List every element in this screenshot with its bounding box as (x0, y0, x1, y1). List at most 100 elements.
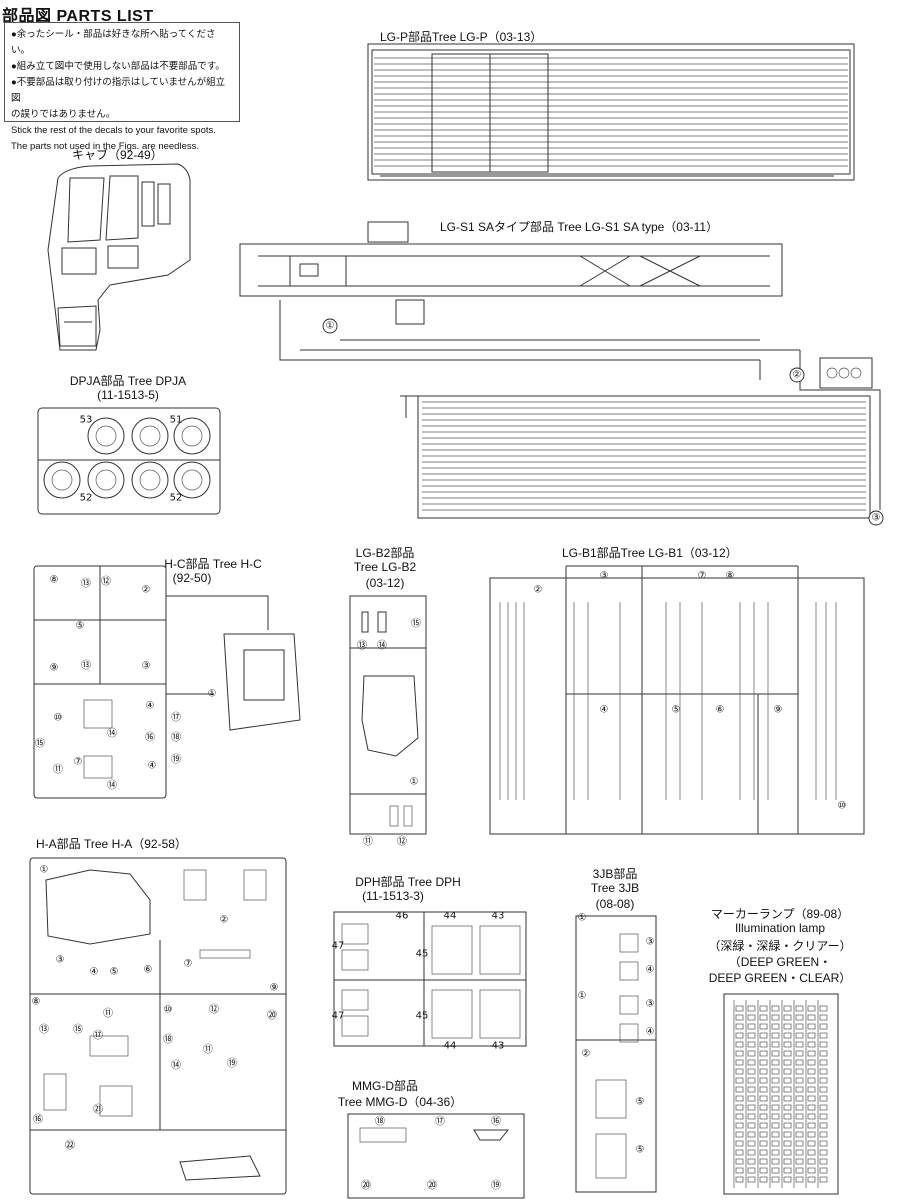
lamp-lens (807, 1113, 816, 1120)
lamp-lens (759, 1041, 768, 1048)
lamp-lens (819, 1068, 828, 1075)
wheel-part (173, 417, 211, 455)
callout-number: ④ (600, 705, 609, 716)
lamp-lens (783, 1068, 792, 1075)
callout-number: ① (40, 865, 49, 876)
wheel-part (87, 461, 125, 499)
lamp-lens (735, 1077, 744, 1084)
callout-number: ⑯ (33, 1114, 43, 1126)
lamp-lens (783, 1122, 792, 1129)
lamp-lens (747, 1149, 756, 1156)
lamp-lens (747, 1068, 756, 1075)
callout-number: ⑦ (698, 571, 707, 582)
lamp-lens (783, 1113, 792, 1120)
lamp-lens (807, 1068, 816, 1075)
callout-number: ⑫ (397, 836, 407, 848)
wheel-hub (139, 469, 161, 491)
callout-number: 52 (170, 493, 183, 504)
callout-number: ⑲ (171, 754, 181, 766)
callout-number: 53 (80, 415, 93, 426)
lamp-lens (735, 1041, 744, 1048)
lamp-lens (759, 1122, 768, 1129)
lamp-lens (735, 1104, 744, 1111)
callout-number: ⑨ (774, 705, 783, 716)
callout-number: ② (142, 585, 151, 596)
label-lg-b2: LG-B2部品 (355, 546, 415, 560)
lamp-lens (795, 1176, 804, 1183)
lamp-lens (783, 1077, 792, 1084)
lamp-lens (759, 1086, 768, 1093)
lamp-lens (759, 1140, 768, 1147)
lamp-lens (807, 1032, 816, 1039)
lamp-lens (807, 1149, 816, 1156)
lamp-lens (771, 1122, 780, 1129)
lamp-lens (747, 1131, 756, 1138)
lamp-lens (819, 1158, 828, 1165)
lamp-lens (735, 1140, 744, 1147)
wheel-hub (51, 469, 73, 491)
callout-number: ③ (142, 661, 151, 672)
lamp-lens (771, 1158, 780, 1165)
lamp-lens (783, 1023, 792, 1030)
callout-number: ⑬ (39, 1024, 49, 1036)
callout-number: ⑯ (145, 732, 155, 744)
lamp-lens (819, 1077, 828, 1084)
callout-number: ④ (146, 701, 155, 712)
callout-number: 52 (80, 493, 93, 504)
lamp-lens (747, 1041, 756, 1048)
lamp-lens (795, 1149, 804, 1156)
label-marker-lamp: マーカーランプ（89-08） (710, 907, 850, 921)
wheel-part (87, 417, 125, 455)
lamp-lens (807, 1158, 816, 1165)
lamp-lens (819, 1095, 828, 1102)
lamp-lens (807, 1140, 816, 1147)
callout-number: ⑨ (50, 663, 59, 674)
lamp-lens (783, 1140, 792, 1147)
callout-number: ⑤ (636, 1145, 645, 1156)
lamp-lens (747, 1005, 756, 1012)
lamp-lens (819, 1014, 828, 1021)
callout-number: ⑭ (107, 728, 117, 740)
lamp-lens (795, 1077, 804, 1084)
lamp-lens (747, 1086, 756, 1093)
lamp-lens (735, 1014, 744, 1021)
callout-number: ⑳ (427, 1180, 437, 1192)
lamp-lens (795, 1005, 804, 1012)
callout-number: ⑥ (144, 965, 153, 976)
lamp-lens (783, 1104, 792, 1111)
lamp-lens (783, 1032, 792, 1039)
lamp-lens (807, 1086, 816, 1093)
callout-number: 44 (444, 911, 457, 922)
label-lg-b2-tree: Tree LG-B2 (353, 560, 417, 574)
lamp-lens (771, 1113, 780, 1120)
lamp-lens (783, 1059, 792, 1066)
callout-number: ② (220, 915, 229, 926)
lamp-lens (795, 1131, 804, 1138)
lamp-lens (747, 1050, 756, 1057)
lamp-lens (771, 1104, 780, 1111)
lamp-lens (807, 1023, 816, 1030)
callout-number: ③ (56, 955, 65, 966)
lamp-lens (795, 1023, 804, 1030)
lamp-lens (747, 1032, 756, 1039)
callout-number: ① (208, 689, 217, 700)
callout-number: ⑧ (32, 997, 41, 1008)
callout-number: 43 (492, 911, 505, 922)
lamp-lens (819, 1131, 828, 1138)
callout-number: ② (534, 585, 543, 596)
lamp-lens (747, 1158, 756, 1165)
callout-number: 44 (444, 1041, 457, 1052)
callout-number: 46 (396, 911, 409, 922)
callout-number: ④ (148, 761, 157, 772)
label-lamp-colors-1: （DEEP GREEN・ (728, 955, 832, 969)
lamp-lens (747, 1059, 756, 1066)
lamp-lens (771, 1077, 780, 1084)
callout-number: ⑱ (163, 1034, 173, 1046)
callout-number: ⑭ (171, 1060, 181, 1072)
callout-number: ⑥ (716, 705, 725, 716)
callout-number: ㉑ (93, 1104, 103, 1116)
lamp-lens (759, 1050, 768, 1057)
tree-lg-p (367, 43, 855, 181)
wheel-hub (139, 425, 161, 447)
label-lg-p: LG-P部品Tree LG-P（03-13） (380, 30, 543, 44)
